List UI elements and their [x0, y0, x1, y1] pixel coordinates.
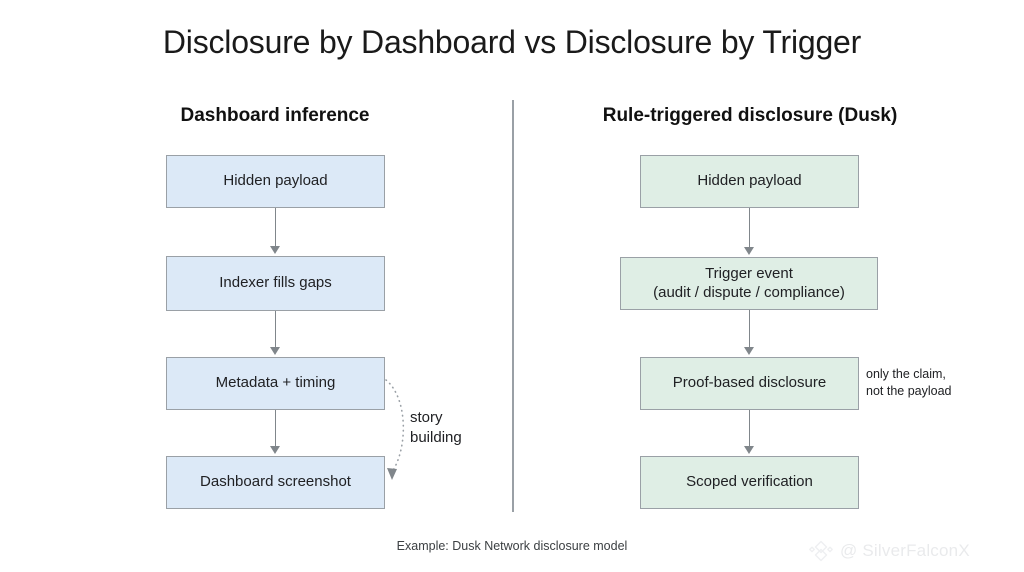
watermark: @ SilverFalconX	[808, 538, 970, 564]
flow-node-right-scoped-verification[interactable]: Scoped verification	[640, 456, 859, 509]
flow-node-right-hidden-payload[interactable]: Hidden payload	[640, 155, 859, 208]
side-note-line-2: not the payload	[866, 383, 952, 398]
slide-title: Disclosure by Dashboard vs Disclosure by…	[162, 24, 862, 60]
story-building-label: story building	[410, 408, 500, 447]
connector-left-0	[275, 208, 276, 248]
connector-right-2	[749, 410, 750, 448]
side-note-line-1: only the claim,	[866, 367, 946, 381]
arrowhead-right-1	[744, 347, 754, 355]
connector-right-0	[749, 208, 750, 249]
connector-right-1	[749, 310, 750, 349]
arrowhead-left-0	[270, 246, 280, 254]
arrowhead-right-0	[744, 247, 754, 255]
arrowhead-left-1	[270, 347, 280, 355]
story-building-line-1: story	[410, 409, 443, 426]
connector-left-2	[275, 410, 276, 448]
flow-node-right-proof-based-disclosure[interactable]: Proof-based disclosure	[640, 357, 859, 410]
flow-node-left-dashboard-screenshot[interactable]: Dashboard screenshot	[166, 456, 385, 509]
column-header-right: Rule-triggered disclosure (Dusk)	[602, 105, 898, 126]
arrowhead-left-2	[270, 446, 280, 454]
column-divider	[512, 100, 514, 512]
story-building-dotted-arrow	[385, 379, 405, 480]
watermark-text: @ SilverFalconX	[840, 541, 970, 560]
diamond-logo-icon	[809, 540, 833, 562]
story-building-line-2: building	[410, 428, 462, 446]
flow-node-left-indexer-fills-gaps[interactable]: Indexer fills gaps	[166, 256, 385, 311]
flow-node-right-trigger-event[interactable]: Trigger event (audit / dispute / complia…	[620, 257, 878, 310]
connector-left-1	[275, 311, 276, 349]
flow-node-left-hidden-payload[interactable]: Hidden payload	[166, 155, 385, 208]
footer-caption: Example: Dusk Network disclosure model	[396, 539, 628, 553]
flow-node-left-metadata-timing[interactable]: Metadata + timing	[166, 357, 385, 410]
column-header-left: Dashboard inference	[180, 105, 370, 126]
arrowhead-right-2	[744, 446, 754, 454]
proof-disclosure-side-note: only the claim, not the payload	[866, 366, 1016, 400]
